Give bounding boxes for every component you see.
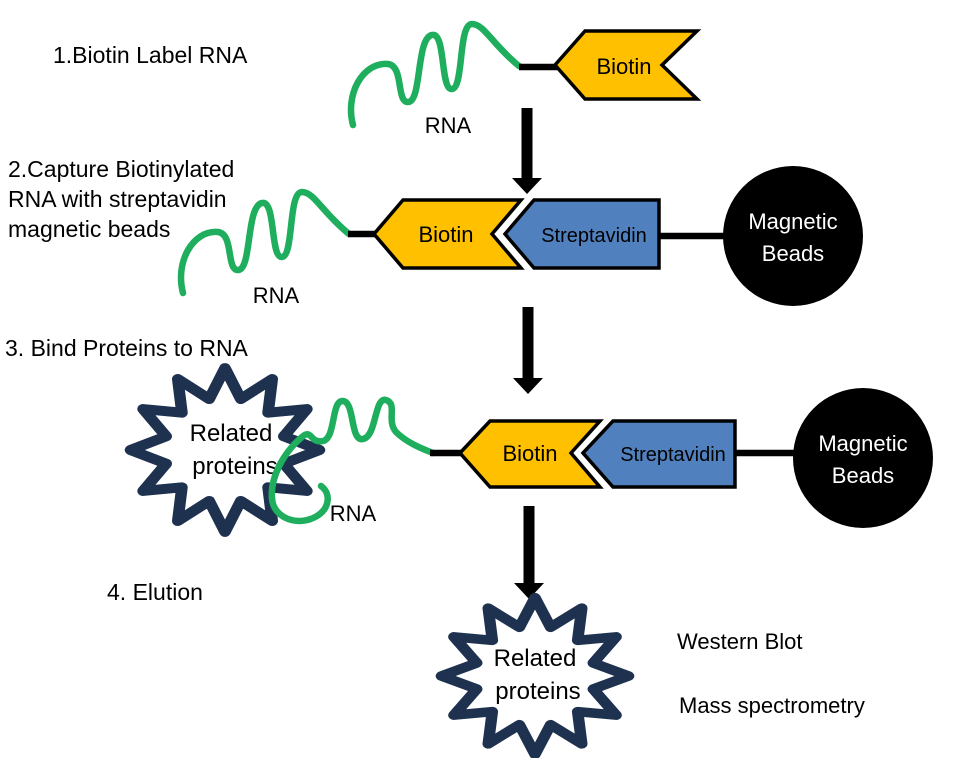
rna-strand-icon: [351, 24, 519, 125]
bead-label-row2-line1: Magnetic: [748, 209, 837, 234]
streptavidin-label-row3: Streptavidin: [620, 444, 726, 466]
bead-label-row2-line2: Beads: [762, 241, 824, 266]
down-arrow-1: [512, 108, 542, 194]
related-proteins-label-row3-line1: Related: [190, 420, 273, 447]
streptavidin-label-row2: Streptavidin: [541, 225, 647, 247]
down-arrow-2: [513, 307, 543, 394]
biotin-label-row2: Biotin: [418, 222, 473, 247]
western-blot-label: Western Blot: [677, 629, 803, 654]
step4-label: 4. Elution: [107, 579, 203, 605]
mass-spectrometry-label: Mass spectrometry: [679, 693, 865, 718]
magnetic-bead-row2: [723, 166, 863, 306]
rna-label-row3: RNA: [330, 501, 377, 526]
down-arrow-3-head: [514, 583, 544, 599]
related-proteins-star-elution: [441, 598, 628, 755]
step2-label: 2.Capture Biotinylated RNA with streptav…: [8, 156, 234, 242]
magnetic-bead-row3: [793, 388, 933, 528]
related-proteins-label-elution-line2: proteins: [495, 678, 580, 705]
rna-label-row1: RNA: [425, 113, 472, 138]
down-arrow-3: [514, 506, 544, 599]
related-proteins-label-elution-line1: Related: [494, 645, 577, 672]
step2-label-line2: RNA with streptavidin: [8, 186, 227, 212]
step3-label: 3. Bind Proteins to RNA: [5, 335, 249, 361]
biotin-shape-row2: [371, 198, 525, 270]
biotin-shape-row1: [552, 29, 702, 101]
step1-label: 1.Biotin Label RNA: [53, 42, 248, 68]
related-proteins-label-row3-line2: proteins: [192, 453, 277, 480]
biotin-label-row3: Biotin: [502, 441, 557, 466]
step2-label-line3: magnetic beads: [8, 216, 170, 242]
bead-label-row3-line1: Magnetic: [818, 431, 907, 456]
rna-label-row2: RNA: [253, 283, 300, 308]
bead-label-row3-line2: Beads: [832, 463, 894, 488]
down-arrow-1-head: [512, 178, 542, 194]
biotin-shape-row3: [457, 419, 604, 489]
biotin-label-row1: Biotin: [596, 54, 651, 79]
step2-label-line1: 2.Capture Biotinylated: [8, 156, 234, 182]
down-arrow-2-head: [513, 378, 543, 394]
rna-strand-icon: [268, 396, 437, 525]
